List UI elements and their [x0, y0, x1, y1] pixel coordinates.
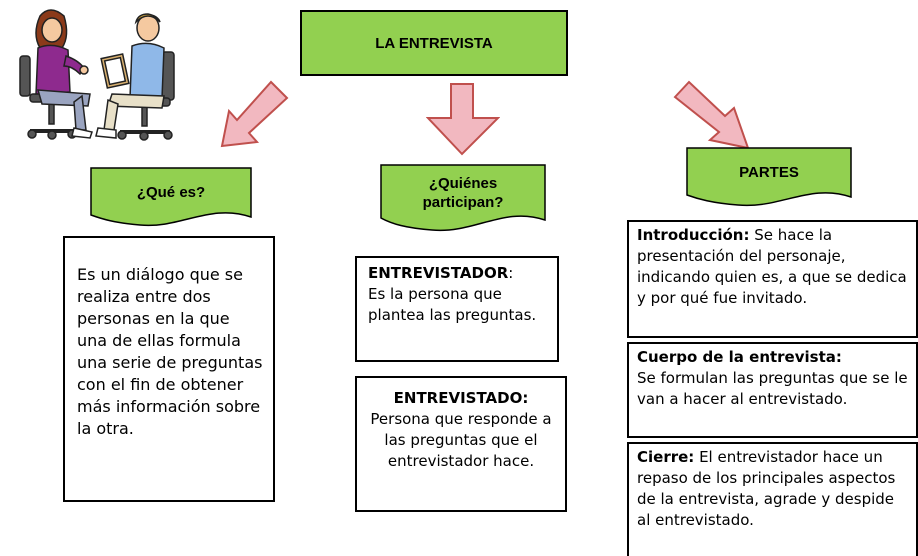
- heading-what: ¿Qué es?: [136, 183, 206, 201]
- body-label: Cuerpo de la entrevista:: [637, 348, 842, 366]
- interviewer-text: Es la persona que plantea las preguntas.: [368, 285, 537, 324]
- banner-shape: [90, 167, 252, 227]
- heading-who-line1: ¿Quiénes: [428, 175, 498, 192]
- body-box: Cuerpo de la entrevista: Se formulan las…: [627, 342, 918, 438]
- interviewer-box: ENTREVISTADOR: Es la persona que plantea…: [355, 256, 559, 362]
- heading-banner-parts: PARTES: [686, 147, 852, 207]
- heading-parts: PARTES: [739, 163, 799, 181]
- arrow-down-icon: [426, 83, 500, 156]
- intro-text: Se hace la presentación del personaje, i…: [637, 226, 907, 307]
- banner-shape: [380, 164, 546, 232]
- heading-banner-who: ¿Quiénes participan?: [380, 164, 546, 232]
- interviewee-text: Persona que responde a las preguntas que…: [370, 410, 552, 470]
- interviewee-label: ENTREVISTADO:: [393, 389, 529, 407]
- arrow-down-left-icon: [220, 80, 289, 148]
- closing-text: El entrevistador hace un repaso de los p…: [637, 448, 896, 529]
- interviewer-label-suffix: :: [508, 264, 514, 282]
- interviewer-label: ENTREVISTADOR: [368, 264, 509, 282]
- banner-shape: [686, 147, 852, 207]
- interview-illustration: [19, 9, 175, 141]
- interviewee-box: ENTREVISTADO: Persona que responde a las…: [355, 376, 567, 512]
- definition-text: Es un diálogo que se realiza entre dos p…: [77, 265, 263, 438]
- intro-box: Introducción: Se hace la presentación de…: [627, 220, 918, 338]
- closing-box: Cierre: El entrevistador hace un repaso …: [627, 442, 918, 556]
- definition-box: Es un diálogo que se realiza entre dos p…: [63, 236, 275, 502]
- heading-who-line2: participan?: [422, 194, 504, 211]
- title: LA ENTREVISTA: [375, 34, 493, 52]
- arrow-down-right-icon: [673, 80, 750, 150]
- man-figure: [95, 13, 165, 139]
- woman-figure: [35, 9, 93, 139]
- heading-banner-what: ¿Qué es?: [90, 167, 252, 227]
- closing-label: Cierre:: [637, 448, 695, 466]
- body-text: Se formulan las preguntas que se le van …: [637, 369, 908, 408]
- title-box: LA ENTREVISTA: [300, 10, 568, 76]
- intro-label: Introducción:: [637, 226, 750, 244]
